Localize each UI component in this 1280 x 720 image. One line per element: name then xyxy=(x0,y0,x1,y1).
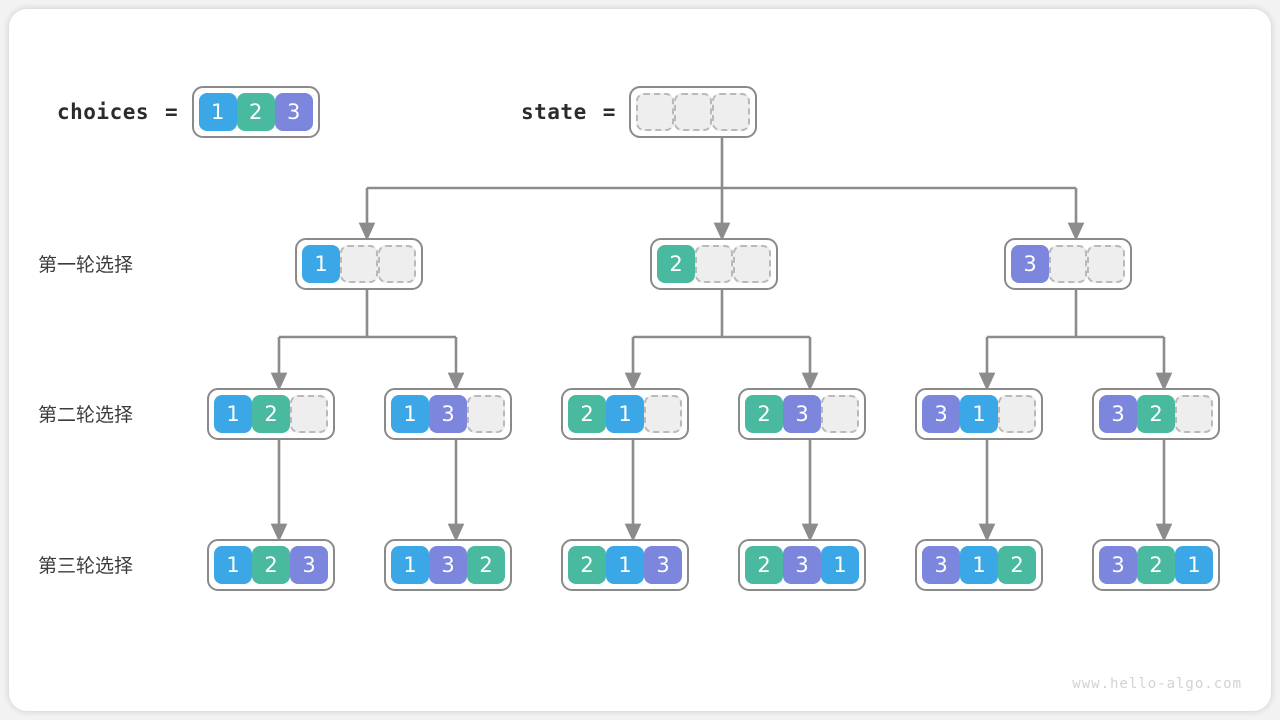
node-l3-f: 3 2 1 xyxy=(1092,539,1220,591)
node-l3-b: 1 3 2 xyxy=(384,539,512,591)
node-l2-c-cell-0: 2 xyxy=(568,395,606,433)
choices-equals: = xyxy=(165,100,178,124)
node-l3-e-cell-2: 2 xyxy=(998,546,1036,584)
node-l1-a-cell-0: 1 xyxy=(302,245,340,283)
node-l2-d-cell-1: 3 xyxy=(783,395,821,433)
state-cell-2 xyxy=(712,93,751,131)
node-l3-f-cell-1: 2 xyxy=(1137,546,1175,584)
node-l3-c-cell-0: 2 xyxy=(568,546,606,584)
node-l2-f-cell-1: 2 xyxy=(1137,395,1175,433)
node-l1-c-cell-0: 3 xyxy=(1011,245,1049,283)
node-l2-e: 3 1 xyxy=(915,388,1043,440)
node-l1-c: 3 xyxy=(1004,238,1132,290)
node-l2-a-cell-1: 2 xyxy=(252,395,290,433)
choices-label: choices xyxy=(57,100,150,124)
node-l2-c: 2 1 xyxy=(561,388,689,440)
row-label-round-3: 第三轮选择 xyxy=(38,555,134,577)
node-l3-e-cell-0: 3 xyxy=(922,546,960,584)
node-l1-a-cell-2 xyxy=(378,245,416,283)
node-l3-d-cell-0: 2 xyxy=(745,546,783,584)
row-label-round-1: 第一轮选择 xyxy=(38,254,134,276)
choices-cell-0: 1 xyxy=(198,93,237,131)
node-l1-b: 2 xyxy=(650,238,778,290)
node-l2-e-cell-2 xyxy=(998,395,1036,433)
node-l2-f-cell-0: 3 xyxy=(1099,395,1137,433)
node-l3-b-cell-2: 2 xyxy=(467,546,505,584)
node-l2-c-cell-2 xyxy=(644,395,682,433)
node-l2-f: 3 2 xyxy=(1092,388,1220,440)
node-l3-d-cell-2: 1 xyxy=(821,546,859,584)
state-cell-0 xyxy=(636,93,675,131)
node-l1-a-cell-1 xyxy=(340,245,378,283)
node-l2-f-cell-2 xyxy=(1175,395,1213,433)
node-l3-a-cell-0: 1 xyxy=(214,546,252,584)
row-label-round-2: 第二轮选择 xyxy=(38,404,134,426)
choices-cell-2: 3 xyxy=(274,93,313,131)
node-l1-b-cell-0: 2 xyxy=(657,245,695,283)
node-l2-e-cell-1: 1 xyxy=(960,395,998,433)
state-label: state xyxy=(521,100,587,124)
state-array xyxy=(629,86,758,138)
choices-assignment: choices = 1 2 3 xyxy=(57,86,320,138)
node-l3-e: 3 1 2 xyxy=(915,539,1043,591)
state-assignment: state = xyxy=(521,86,758,138)
node-l2-c-cell-1: 1 xyxy=(606,395,644,433)
node-l1-c-cell-2 xyxy=(1087,245,1125,283)
node-l3-c-cell-1: 1 xyxy=(606,546,644,584)
node-l3-c: 2 1 3 xyxy=(561,539,689,591)
node-l2-d-cell-0: 2 xyxy=(745,395,783,433)
state-cell-1 xyxy=(674,93,713,131)
node-l2-d-cell-2 xyxy=(821,395,859,433)
node-l2-b-cell-1: 3 xyxy=(429,395,467,433)
node-l2-a-cell-0: 1 xyxy=(214,395,252,433)
node-l3-e-cell-1: 1 xyxy=(960,546,998,584)
node-l2-d: 2 3 xyxy=(738,388,866,440)
node-l1-c-cell-1 xyxy=(1049,245,1087,283)
node-l3-f-cell-0: 3 xyxy=(1099,546,1137,584)
node-l3-d-cell-1: 3 xyxy=(783,546,821,584)
node-l1-a: 1 xyxy=(295,238,423,290)
node-l3-b-cell-0: 1 xyxy=(391,546,429,584)
node-l2-b-cell-2 xyxy=(467,395,505,433)
node-l3-a: 1 2 3 xyxy=(207,539,335,591)
node-l1-b-cell-2 xyxy=(733,245,771,283)
node-l2-a: 1 2 xyxy=(207,388,335,440)
node-l2-b-cell-0: 1 xyxy=(391,395,429,433)
choices-cell-1: 2 xyxy=(236,93,275,131)
node-l3-a-cell-2: 3 xyxy=(290,546,328,584)
node-l2-a-cell-2 xyxy=(290,395,328,433)
node-l3-f-cell-2: 1 xyxy=(1175,546,1213,584)
node-l2-e-cell-0: 3 xyxy=(922,395,960,433)
node-l3-c-cell-2: 3 xyxy=(644,546,682,584)
node-l1-b-cell-1 xyxy=(695,245,733,283)
watermark: www.hello-algo.com xyxy=(1072,676,1242,692)
node-l2-b: 1 3 xyxy=(384,388,512,440)
state-equals: = xyxy=(602,100,616,124)
node-l3-b-cell-1: 3 xyxy=(429,546,467,584)
choices-array: 1 2 3 xyxy=(191,86,320,138)
node-l3-d: 2 3 1 xyxy=(738,539,866,591)
node-l3-a-cell-1: 2 xyxy=(252,546,290,584)
